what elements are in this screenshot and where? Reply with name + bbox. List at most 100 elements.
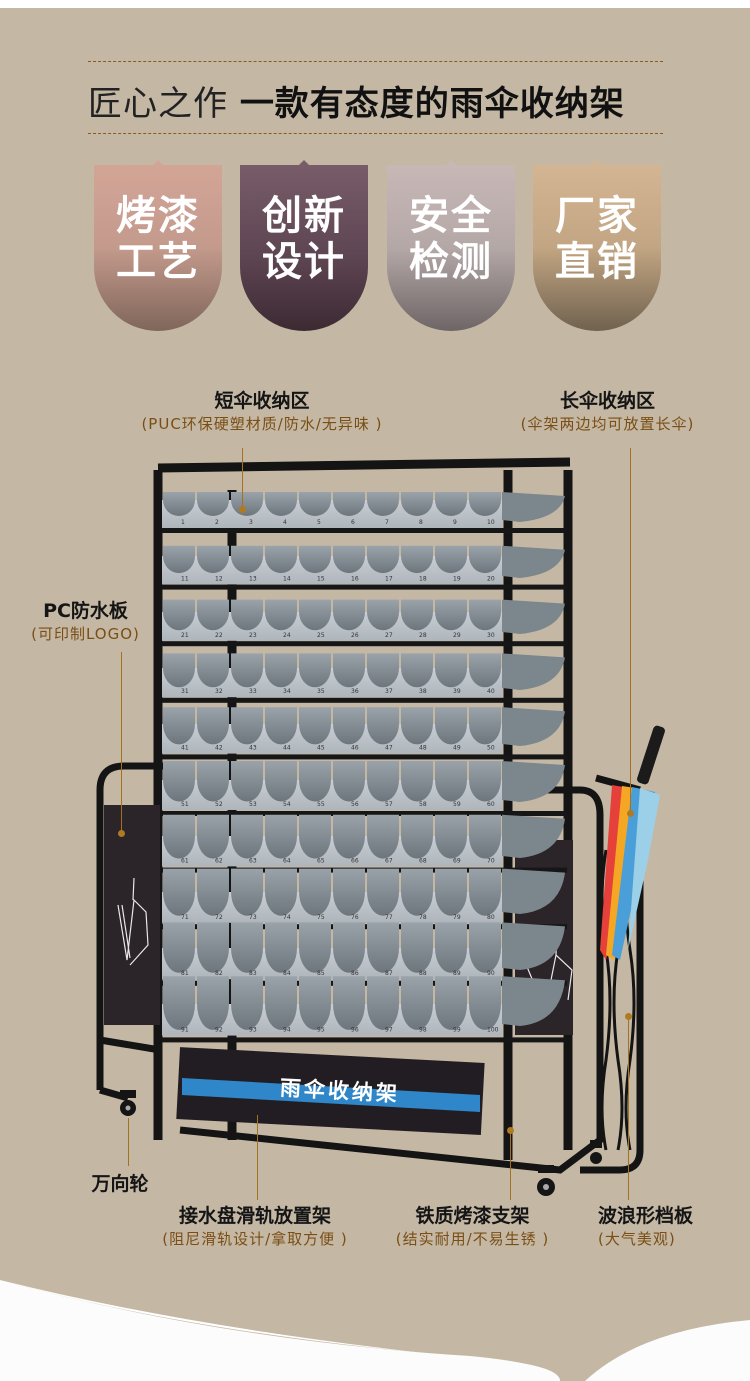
svg-text:12: 12 [215,575,223,582]
svg-text:86: 86 [351,970,359,977]
umbrella-slot [299,599,331,631]
umbrella-slot [231,814,263,859]
svg-text:21: 21 [181,632,189,639]
page-title: 匠心之作 一款有态度的雨伞收纳架 [88,76,625,125]
svg-text:87: 87 [385,970,393,977]
umbrella-slot [401,922,433,973]
svg-text:67: 67 [385,857,393,864]
umbrella-slot [435,492,467,516]
callout-title: PC防水板 [43,600,128,622]
umbrella-slot [299,868,331,916]
svg-text:72: 72 [215,914,223,921]
caster-pointer [128,1118,129,1166]
svg-text:14: 14 [283,575,291,582]
umbrella-slot [163,599,195,631]
svg-text:95: 95 [317,1027,325,1034]
umbrella-slot [333,868,365,916]
long-umbrella [600,725,665,960]
umbrella-slot [401,976,433,1030]
svg-text:63: 63 [249,857,257,864]
umbrella-slot [333,492,365,516]
badge-line1: 创新 [262,193,346,239]
svg-text:7: 7 [385,519,389,526]
svg-text:53: 53 [249,801,257,808]
umbrella-slot [197,492,229,516]
drip-tray-pointer [257,1115,258,1200]
svg-text:56: 56 [351,801,359,808]
callout-short-zone: 短伞收纳区 (PUC环保硬塑材质/防水/无异味 ) [112,389,412,435]
umbrella-slot [197,707,229,745]
umbrella-slot [401,814,433,859]
svg-text:52: 52 [215,801,223,808]
umbrella-slot [231,761,263,802]
umbrella-slot [401,707,433,745]
svg-text:11: 11 [181,575,189,582]
svg-text:34: 34 [283,688,291,695]
umbrella-slot [333,545,365,574]
badge-line2: 设计 [262,239,346,285]
svg-text:3: 3 [249,519,253,526]
umbrella-slot [197,761,229,802]
umbrella-slot [469,814,501,859]
umbrella-slot [367,761,399,802]
umbrella-slot [299,492,331,516]
pc-board-pointer [121,652,122,832]
callout-subtitle: (伞架两边均可放置长伞) [520,415,695,433]
svg-text:39: 39 [453,688,461,695]
svg-text:31: 31 [181,688,189,695]
svg-text:47: 47 [385,745,393,752]
svg-text:6: 6 [351,519,355,526]
svg-text:43: 43 [249,745,257,752]
title-light: 匠心之作 [88,84,228,124]
badge-paint-process: 烤漆 工艺 [94,160,222,331]
umbrella-slot [265,492,297,516]
svg-text:82: 82 [215,970,223,977]
svg-text:24: 24 [283,632,291,639]
svg-text:38: 38 [419,688,427,695]
badge-line1: 安全 [409,193,493,239]
svg-text:35: 35 [317,688,325,695]
umbrella-slot [265,922,297,973]
umbrella-slot [163,814,195,859]
callout-pc-board: PC防水板 (可印制LOGO) [18,599,153,645]
short-zone-pointer [242,448,243,508]
svg-text:70: 70 [487,857,495,864]
svg-text:40: 40 [487,688,495,695]
pointer-dot [239,506,246,513]
umbrella-slot [265,814,297,859]
umbrella-slot [231,653,263,688]
pointer-dot [625,1013,632,1020]
umbrella-slot [435,976,467,1030]
svg-text:100: 100 [487,1027,499,1034]
umbrella-slot [401,492,433,516]
umbrella-slot [299,707,331,745]
bottom-wave-shape [0,1280,750,1381]
umbrella-slot [163,707,195,745]
umbrella-slot [435,599,467,631]
svg-text:80: 80 [487,914,495,921]
umbrella-slot [401,545,433,574]
svg-text:33: 33 [249,688,257,695]
badge-safety-test: 安全 检测 [387,160,515,331]
umbrella-slot [435,814,467,859]
svg-text:20: 20 [487,575,495,582]
svg-text:41: 41 [181,745,189,752]
svg-text:61: 61 [181,857,189,864]
umbrella-slot [333,814,365,859]
umbrella-slot [265,599,297,631]
callout-subtitle: (结实耐用/不易生锈 ) [395,1230,550,1248]
svg-text:26: 26 [351,632,359,639]
umbrella-slot [469,868,501,916]
svg-text:23: 23 [249,632,257,639]
umbrella-slot [401,653,433,688]
bottom-divider [88,133,663,134]
svg-text:36: 36 [351,688,359,695]
callout-subtitle: (PUC环保硬塑材质/防水/无异味 ) [141,415,383,433]
badge-line2: 直销 [555,239,639,285]
umbrella-slot [299,922,331,973]
svg-text:48: 48 [419,745,427,752]
svg-text:85: 85 [317,970,325,977]
svg-text:91: 91 [181,1027,189,1034]
svg-text:71: 71 [181,914,189,921]
